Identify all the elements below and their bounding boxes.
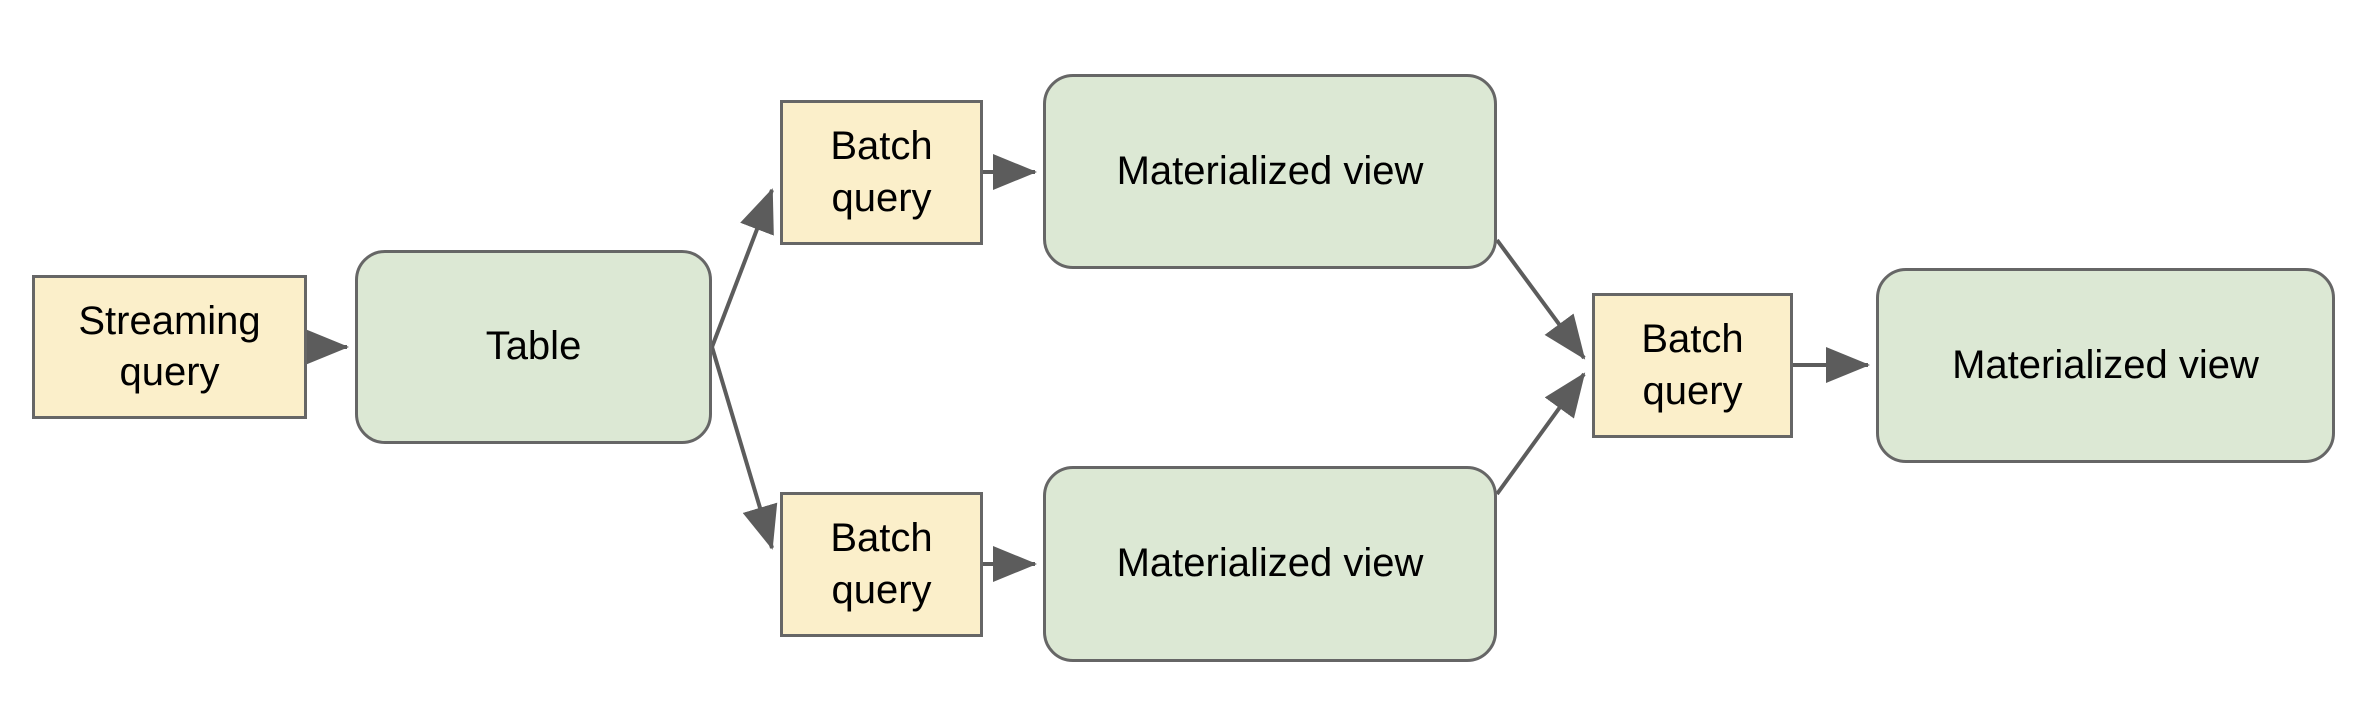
node-materialized-view-bottom-label: Materialized view	[1116, 541, 1424, 586]
node-batch-query-bottom[interactable]: Batch query	[780, 492, 983, 637]
edge-mv-top-to-batch-query-middle	[1495, 238, 1586, 360]
edge-mv-bottom-to-batch-query-middle	[1495, 372, 1586, 496]
node-materialized-view-right[interactable]: Materialized view	[1876, 268, 2335, 463]
node-materialized-view-bottom[interactable]: Materialized view	[1043, 466, 1497, 662]
node-table-label: Table	[485, 324, 582, 369]
edge-table-to-batch-query-top	[710, 188, 774, 348]
node-materialized-view-top-label: Materialized view	[1116, 148, 1424, 193]
node-batch-query-top-label: Batch query	[830, 124, 933, 220]
node-batch-query-top[interactable]: Batch query	[780, 100, 983, 245]
node-batch-query-middle[interactable]: Batch query	[1592, 293, 1793, 438]
node-materialized-view-top[interactable]: Materialized view	[1043, 74, 1497, 269]
node-table[interactable]: Table	[355, 250, 712, 444]
node-streaming-query-label: Streaming query	[78, 298, 261, 394]
node-batch-query-middle-label: Batch query	[1641, 317, 1744, 413]
node-materialized-view-right-label: Materialized view	[1952, 342, 2259, 387]
node-batch-query-bottom-label: Batch query	[830, 516, 933, 612]
node-streaming-query[interactable]: Streaming query	[32, 275, 307, 419]
edge-table-to-batch-query-bottom	[710, 346, 778, 550]
